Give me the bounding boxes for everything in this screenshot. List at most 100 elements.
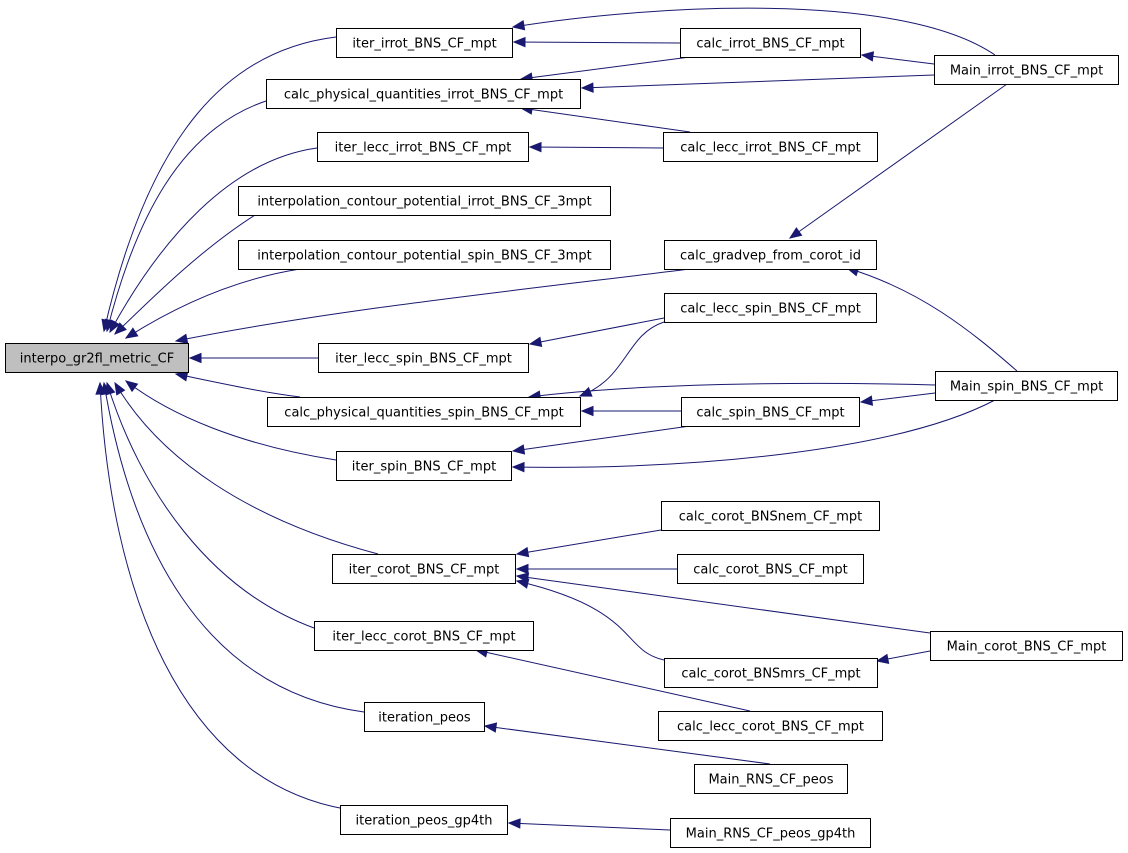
edge-line (109, 147, 318, 333)
root-function-node[interactable]: interpo_gr2fl_metric_CF (5, 343, 189, 373)
function-node[interactable]: iter_lecc_spin_BNS_CF_mpt (318, 343, 529, 373)
function-node[interactable]: Main_corot_BNS_CF_mpt (930, 631, 1123, 661)
node-box (935, 371, 1118, 401)
arrowhead-icon (788, 227, 803, 239)
function-node[interactable]: interpolation_contour_potential_irrot_BN… (238, 186, 611, 216)
function-node[interactable]: calc_corot_BNSmrs_CF_mpt (664, 658, 878, 688)
function-node[interactable]: iter_irrot_BNS_CF_mpt (336, 28, 513, 58)
call-edge (519, 56, 691, 83)
function-node[interactable]: calc_gradvep_from_corot_id (664, 240, 877, 270)
node-label: calc_lecc_spin_BNS_CF_mpt (680, 302, 861, 317)
node-label: calc_lecc_irrot_BNS_CF_mpt (680, 141, 861, 156)
arrowhead-icon (578, 386, 593, 397)
arrowhead-icon (528, 141, 542, 153)
function-node[interactable]: iter_spin_BNS_CF_mpt (336, 451, 512, 481)
edge-line (860, 392, 936, 403)
edge-line (106, 100, 267, 332)
edge-line (106, 382, 315, 629)
arrowhead-icon (188, 352, 202, 364)
edge-line (516, 580, 665, 661)
arrowhead-icon (580, 405, 594, 417)
function-node[interactable]: iteration_peos_gp4th (340, 805, 508, 835)
call-edge (580, 74, 935, 93)
edges-layer (95, 7, 1018, 831)
arrowhead-icon (580, 82, 594, 93)
arrowhead-icon (114, 381, 126, 396)
function-node[interactable]: calc_corot_BNS_CF_mpt (677, 554, 864, 584)
edge-line (529, 317, 665, 345)
function-node[interactable]: Main_RNS_CF_peos_gp4th (670, 818, 871, 848)
edge-line (114, 214, 256, 335)
function-node[interactable]: Main_RNS_CF_peos (694, 764, 848, 794)
node-label: interpolation_contour_potential_irrot_BN… (257, 195, 591, 210)
node-label: Main_spin_BNS_CF_mpt (950, 380, 1103, 395)
function-node[interactable]: calc_lecc_corot_BNS_CF_mpt (658, 711, 883, 741)
node-box (318, 343, 529, 373)
edge-line (529, 146, 664, 149)
function-node[interactable]: Main_irrot_BNS_CF_mpt (934, 55, 1119, 85)
edge-line (516, 575, 931, 634)
arrowhead-icon (511, 20, 526, 31)
node-box (336, 28, 513, 58)
arrowhead-icon (515, 563, 529, 575)
function-node[interactable]: calc_corot_BNSnem_CF_mpt (661, 501, 880, 531)
node-box (694, 764, 848, 794)
node-label: calc_lecc_corot_BNS_CF_mpt (677, 720, 864, 735)
node-box (930, 631, 1123, 661)
call-edge (512, 36, 681, 48)
function-node[interactable]: calc_physical_quantities_spin_BNS_CF_mpt (267, 397, 581, 427)
arrowhead-icon (515, 578, 530, 589)
edge-line (579, 321, 665, 397)
function-node[interactable]: calc_lecc_irrot_BNS_CF_mpt (663, 132, 878, 162)
arrowhead-icon (483, 722, 498, 733)
call-edge (100, 381, 365, 713)
function-node[interactable]: iter_corot_BNS_CF_mpt (332, 554, 516, 584)
edge-line (125, 380, 337, 461)
node-box (5, 343, 189, 373)
arrowhead-icon (875, 653, 890, 665)
call-edge (124, 380, 337, 461)
function-node[interactable]: iter_lecc_corot_BNS_CF_mpt (314, 621, 534, 651)
function-node[interactable]: calc_irrot_BNS_CF_mpt (680, 28, 861, 58)
call-edge (511, 7, 996, 56)
node-box (336, 451, 512, 481)
node-label: iter_lecc_irrot_BNS_CF_mpt (335, 141, 512, 156)
node-label: calc_physical_quantities_spin_BNS_CF_mpt (284, 406, 563, 421)
edge-line (516, 529, 662, 555)
node-box (934, 55, 1119, 85)
node-label: calc_physical_quantities_irrot_BNS_CF_mp… (284, 88, 563, 103)
node-label: iter_spin_BNS_CF_mpt (352, 460, 496, 475)
function-node[interactable]: calc_lecc_spin_BNS_CF_mpt (664, 293, 877, 323)
edge-line (513, 41, 681, 44)
edge-line (175, 268, 691, 342)
call-edge (515, 578, 665, 661)
arrowhead-icon (109, 319, 121, 334)
arrowhead-icon (515, 546, 530, 558)
function-node[interactable]: iteration_peos (364, 702, 485, 732)
arrowhead-icon (860, 51, 875, 62)
function-node[interactable]: interpolation_contour_potential_spin_BNS… (238, 240, 611, 270)
call-edge (528, 317, 665, 347)
node-box (340, 805, 508, 835)
function-node[interactable]: calc_physical_quantities_irrot_BNS_CF_mp… (266, 79, 581, 109)
function-node[interactable]: calc_spin_BNS_CF_mpt (681, 397, 860, 427)
call-edge (188, 352, 318, 364)
call-edge (875, 650, 931, 665)
edge-line (512, 399, 996, 468)
node-label: calc_corot_BNS_CF_mpt (693, 563, 848, 578)
function-node[interactable]: iter_lecc_irrot_BNS_CF_mpt (317, 132, 529, 162)
node-box (670, 818, 871, 848)
function-node[interactable]: Main_spin_BNS_CF_mpt (935, 371, 1118, 401)
arrowhead-icon (511, 444, 526, 455)
call-edge (788, 83, 1008, 239)
call-edge (109, 147, 318, 334)
call-edge (515, 529, 662, 558)
node-label: iter_corot_BNS_CF_mpt (349, 563, 500, 578)
node-box (663, 132, 878, 162)
arrowhead-icon (95, 381, 106, 395)
node-label: calc_corot_BNSnem_CF_mpt (679, 510, 862, 525)
edge-line (125, 268, 301, 339)
node-box (332, 554, 516, 584)
arrowhead-icon (859, 395, 874, 406)
